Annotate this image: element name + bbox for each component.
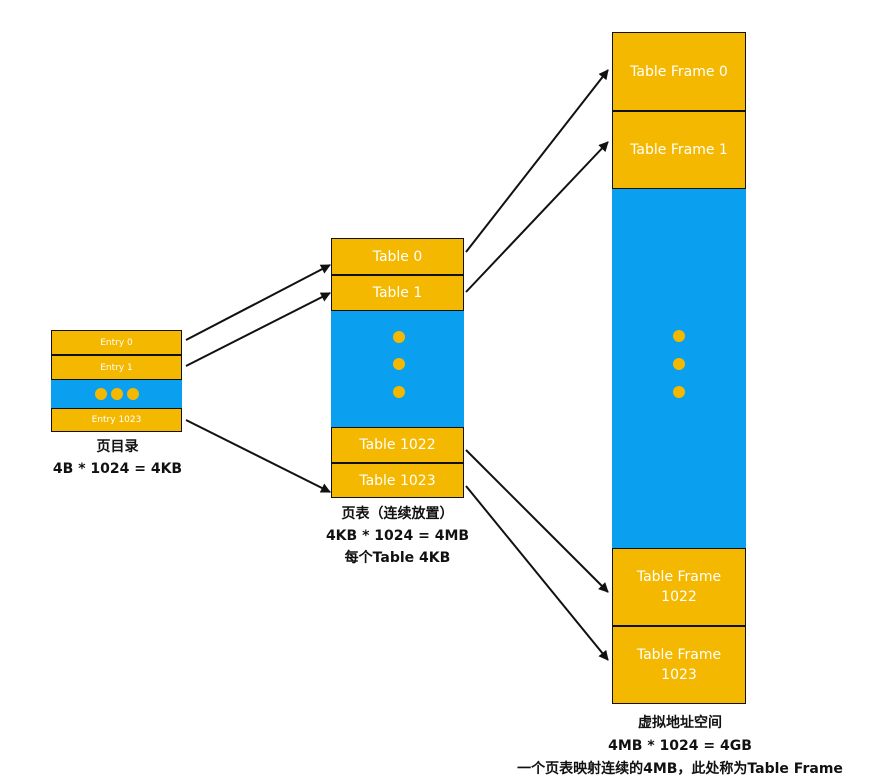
directory-caption: 页目录 4B * 1024 = 4KB [30,436,205,480]
frame-0-label: Table Frame 0 [630,63,728,80]
frame-0: Table Frame 0 [612,32,746,111]
directory-entry-1-label: Entry 1 [100,362,133,373]
virtual-space-caption-note: 一个页表映射连续的4MB，此处称为Table Frame [517,761,843,777]
table-entry-1: Table 1 [331,275,464,311]
table-entry-1022-label: Table 1022 [359,437,436,453]
directory-caption-title: 页目录 [96,439,139,455]
directory-entry-0-label: Entry 0 [100,337,133,348]
table-caption-size: 4KB * 1024 = 4MB [325,528,470,544]
frame-1022: Table Frame 1022 [612,548,746,626]
table-ellipsis-dot [393,386,405,398]
directory-ellipsis-dot [111,388,123,400]
arrow-entry1-to-table1 [185,292,331,367]
frame-ellipsis-dot [673,358,685,370]
frame-1023: Table Frame 1023 [612,626,746,704]
virtual-space-caption-size: 4MB * 1024 = 4GB [608,738,752,754]
frame-1-label: Table Frame 1 [630,142,728,158]
frame-1023-label: Table Frame 1023 [636,647,722,683]
directory-ellipsis-dot [127,388,139,400]
arrow-entry1023-to-table1023 [185,419,331,493]
table-entry-1023: Table 1023 [331,463,464,498]
directory-ellipsis-dot [95,388,107,400]
table-entry-0: Table 0 [331,238,464,275]
directory-entry-1023: Entry 1023 [51,408,182,432]
virtual-space-caption-title: 虚拟地址空间 [638,715,722,731]
table-ellipsis-dot [393,358,405,370]
table-caption: 页表（连续放置） 4KB * 1024 = 4MB 每个Table 4KB [300,503,495,569]
table-entry-1023-label: Table 1023 [359,472,436,489]
directory-entry-0: Entry 0 [51,330,182,355]
arrow-table1-to-frame1 [465,141,609,293]
frame-ellipsis-dot [673,330,685,342]
virtual-space-caption: 虚拟地址空间 4MB * 1024 = 4GB 一个页表映射连续的4MB，此处称… [480,712,880,781]
table-caption-title: 页表（连续放置） [341,506,454,522]
table-entry-1-label: Table 1 [372,285,423,301]
frame-1: Table Frame 1 [612,111,746,189]
frame-ellipsis-dot [673,386,685,398]
arrow-table0-to-frame0 [465,69,609,253]
table-caption-note: 每个Table 4KB [344,550,451,566]
table-ellipsis-dot [393,331,405,343]
table-entry-0-label: Table 0 [372,248,423,265]
arrow-entry0-to-table0 [185,264,331,341]
arrow-table1022-to-frame1022 [465,449,609,593]
directory-entry-1: Entry 1 [51,355,182,380]
table-entry-1022: Table 1022 [331,427,464,463]
directory-entry-1023-label: Entry 1023 [91,415,142,425]
arrow-table1023-to-frame1023 [465,485,609,661]
directory-caption-size: 4B * 1024 = 4KB [52,461,183,477]
frame-1022-label: Table Frame 1022 [636,569,722,605]
